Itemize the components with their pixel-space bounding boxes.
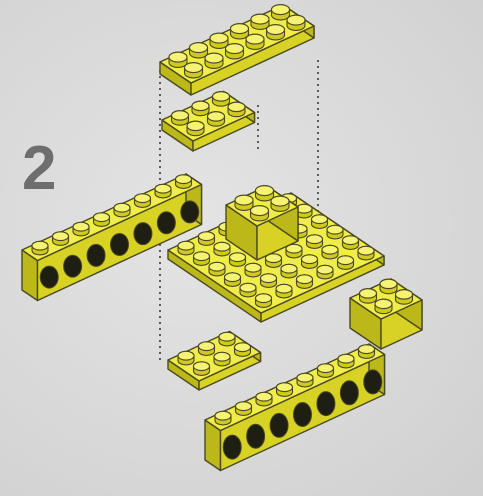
technic-hole xyxy=(270,413,288,437)
technic-hole xyxy=(157,212,175,234)
technic-hole xyxy=(64,255,82,277)
left-beam xyxy=(22,174,202,301)
rear-block xyxy=(350,279,422,349)
technic-hole xyxy=(134,223,152,245)
technic-hole xyxy=(364,370,382,394)
lower-plate xyxy=(168,332,261,391)
second-plate xyxy=(162,92,255,152)
technic-hole xyxy=(247,424,265,448)
technic-hole xyxy=(340,381,358,405)
technic-hole xyxy=(111,234,129,256)
technic-hole xyxy=(223,435,241,459)
technic-hole xyxy=(317,392,335,416)
top-plate xyxy=(160,5,314,95)
technic-hole xyxy=(181,201,199,223)
technic-hole xyxy=(87,244,105,266)
technic-hole xyxy=(40,266,58,288)
technic-hole xyxy=(294,403,312,427)
